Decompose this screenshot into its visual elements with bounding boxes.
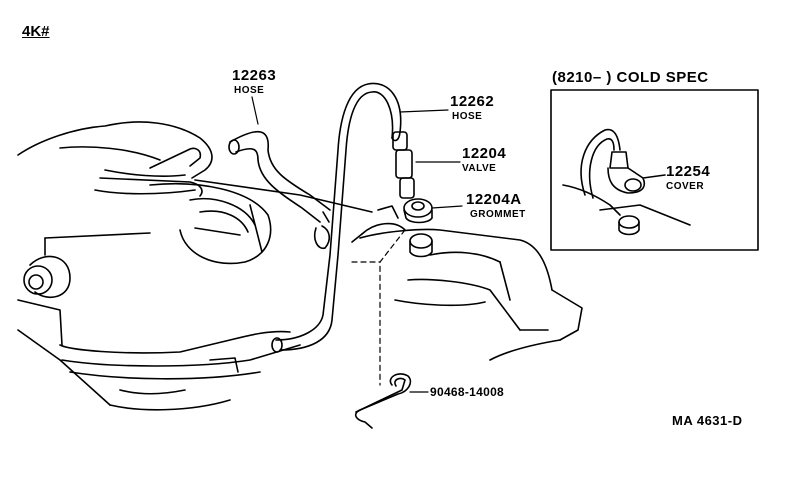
part-number-12263: 12263 bbox=[232, 67, 277, 84]
part-name-12263: HOSE bbox=[234, 85, 265, 96]
part-name-12204: VALVE bbox=[462, 163, 497, 174]
part-number-12204a: 12204A bbox=[466, 191, 522, 208]
valve-12204-drawing bbox=[392, 131, 415, 199]
leader-lines bbox=[251, 96, 463, 393]
part-number-90468-14008: 90468-14008 bbox=[430, 385, 505, 399]
hose-12262-drawing bbox=[271, 82, 402, 353]
grommet-12204a-drawing bbox=[403, 198, 433, 258]
part-name-12204a: GROMMET bbox=[470, 209, 526, 220]
part-number-12262: 12262 bbox=[450, 93, 495, 110]
part-number-12204: 12204 bbox=[462, 145, 507, 162]
clip-90468-14008-drawing bbox=[354, 373, 412, 429]
part-name-12254: COVER bbox=[666, 181, 705, 192]
inset-cold-spec bbox=[550, 89, 759, 251]
engine-block-drawing bbox=[17, 121, 373, 411]
model-title: 4K# bbox=[22, 23, 50, 40]
inset-title: (8210– ) COLD SPEC bbox=[552, 69, 709, 86]
valve-cover-drawing bbox=[351, 205, 583, 361]
part-name-12262: HOSE bbox=[452, 111, 483, 122]
part-number-12254: 12254 bbox=[666, 163, 711, 180]
assembly-dashed-lines bbox=[351, 229, 406, 386]
diagram-code: MA 4631-D bbox=[672, 413, 743, 428]
hose-12263-drawing bbox=[228, 130, 331, 250]
